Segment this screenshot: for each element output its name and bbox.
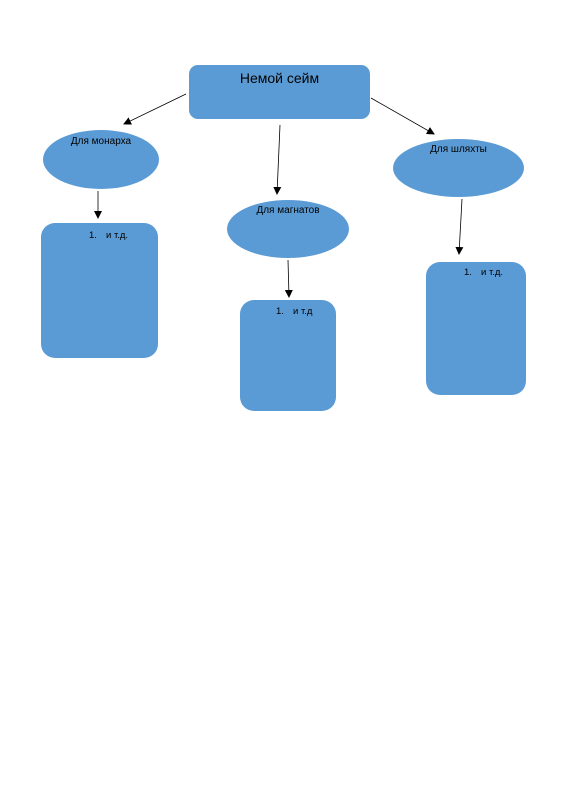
magnat-list-box: 1. и т.д (240, 300, 336, 411)
list-text: и т.д. (481, 267, 504, 278)
list-item: 1. и т.д (276, 306, 312, 317)
arrow-magnat-to-box (284, 259, 293, 298)
monarch-list-box: 1. и т.д. (41, 223, 158, 358)
monarch-label: Для монарха (70, 136, 132, 147)
list-number: 1. (464, 267, 472, 278)
list-text: и т.д (293, 306, 313, 317)
szlachta-label: Для шляхты (430, 144, 487, 155)
arrow-szlachta-to-box (455, 198, 464, 255)
arrow-root-to-magnat (273, 124, 282, 195)
list-item: 1. и т.д. (89, 230, 128, 241)
magnat-label: Для магнатов (256, 205, 320, 216)
list-item: 1. и т.д. (464, 267, 503, 278)
magnat-node: Для магнатов (227, 200, 349, 258)
root-node: Немой сейм (189, 65, 370, 119)
arrow-root-to-szlachta (370, 97, 435, 135)
arrow-root-to-monarch (123, 93, 187, 125)
szlachta-node: Для шляхты (393, 139, 524, 197)
list-text: и т.д. (106, 230, 129, 241)
monarch-node: Для монарха (43, 130, 159, 189)
list-number: 1. (276, 306, 284, 317)
szlachta-list-box: 1. и т.д. (426, 262, 526, 395)
root-label: Немой сейм (239, 70, 320, 86)
list-number: 1. (89, 230, 97, 241)
